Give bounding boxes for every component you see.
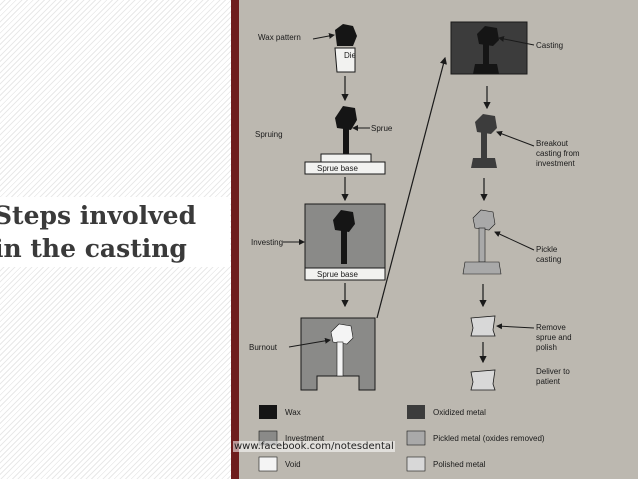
title-line-1: Steps involved	[0, 201, 197, 230]
wax-pattern-label: Wax pattern	[258, 33, 301, 42]
burnout-label: Burnout	[249, 343, 278, 352]
spruing-label: Spruing	[255, 130, 283, 139]
deliver-label-1: Deliver to	[536, 367, 570, 376]
breakout-label-2: casting from	[536, 149, 580, 158]
legend-swatch-polished	[406, 456, 426, 472]
breakout-step: Breakout casting from investment	[471, 114, 580, 168]
legend-wax: Wax	[285, 408, 301, 417]
legend-swatch-void	[258, 456, 278, 472]
legend-swatch-pickled	[406, 430, 426, 446]
investing-label: Investing	[251, 238, 283, 247]
legend-swatch-oxidized	[407, 405, 425, 419]
breakout-label-1: Breakout	[536, 139, 569, 148]
legend-swatch-wax	[259, 405, 277, 419]
diagram-photo	[231, 0, 638, 479]
spruing-step: Sprue base Spruing Sprue	[255, 106, 393, 175]
sprue-base-label-1: Sprue base	[317, 164, 358, 173]
legend-investment: Investment	[285, 434, 325, 443]
pickle-label-1: Pickle	[536, 245, 558, 254]
slide-title: Steps involved in the casting	[0, 197, 230, 267]
legend-oxidized: Oxidized metal	[433, 408, 486, 417]
legend: Wax Investment Void Oxidized metal Pickl…	[258, 405, 545, 472]
pickle-step: Pickle casting	[462, 209, 561, 275]
pickle-label-2: casting	[536, 255, 561, 264]
die-label: Die	[344, 51, 357, 60]
wax-pattern-step: Die Wax pattern	[258, 24, 357, 73]
deliver-step: Deliver to patient	[470, 367, 570, 391]
breakout-label-3: investment	[536, 159, 575, 168]
legend-polished: Polished metal	[433, 460, 486, 469]
sprue-base-label-2: Sprue base	[317, 270, 358, 279]
remove-label-3: polish	[536, 343, 557, 352]
investing-step: Sprue base Investing	[251, 203, 386, 281]
legend-pickled: Pickled metal (oxides removed)	[433, 434, 545, 443]
remove-label-1: Remove	[536, 323, 566, 332]
legend-void: Void	[285, 460, 301, 469]
casting-steps-diagram: Die Wax pattern Sprue base Spruing Sprue…	[249, 21, 580, 472]
deliver-label-2: patient	[536, 377, 561, 386]
sprue-label: Sprue	[371, 124, 393, 133]
watermark-text: www.facebook.com/notesdental	[233, 441, 395, 452]
burnout-step: Burnout	[249, 317, 376, 391]
remove-label-2: sprue and	[536, 333, 572, 342]
polish-step: Remove sprue and polish	[470, 315, 572, 352]
photo-border	[231, 0, 239, 479]
title-line-2: in the casting	[0, 234, 187, 263]
casting-step: Casting	[450, 21, 563, 75]
casting-label: Casting	[536, 41, 563, 50]
